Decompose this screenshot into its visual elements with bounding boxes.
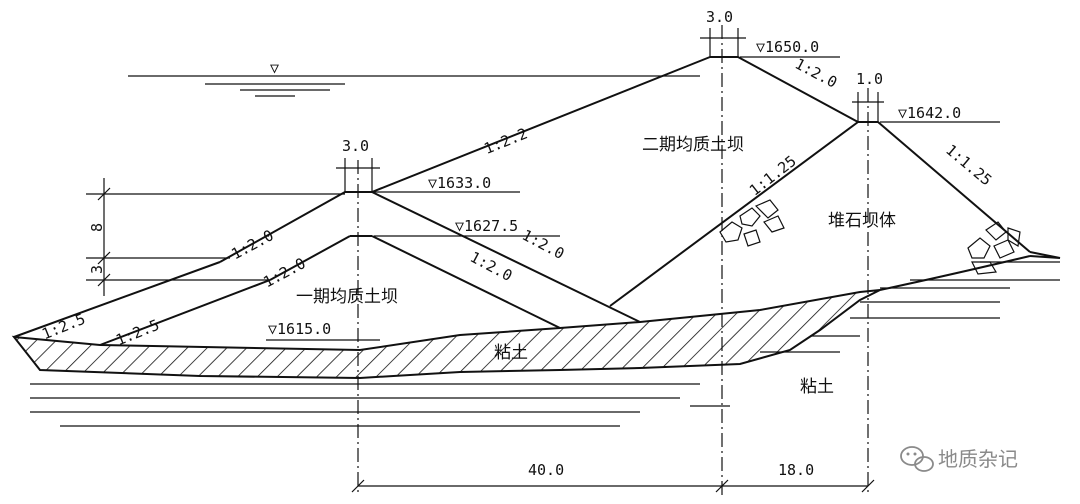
- rockfill-patch-inner: [719, 199, 785, 247]
- stage1-dam-label: 一期均质土坝: [296, 287, 398, 307]
- stage2-dam-label: 二期均质土坝: [642, 135, 744, 155]
- slope-upper-left: 1:2.2: [481, 124, 530, 158]
- dim-upper-crest: [700, 28, 746, 57]
- upper-crest-elevation: ▽1650.0: [756, 38, 819, 56]
- wechat-icon: [900, 446, 934, 472]
- berm-width-label: 1.0: [856, 70, 883, 88]
- slope-rockfill-inner: 1:1.25: [746, 152, 800, 200]
- clay-foundation-layer: [11, 289, 881, 380]
- slope-right-1: 1:2.0: [519, 226, 567, 263]
- rockfill-patch-outer: [967, 221, 1021, 275]
- clay-upper-label: 粘土: [494, 343, 528, 363]
- berm-elevation: ▽1642.0: [898, 104, 961, 122]
- watermark-text: 地质杂记: [938, 447, 1018, 471]
- dim-18-label: 18.0: [778, 461, 814, 479]
- upper-crest-width-label: 3.0: [706, 8, 733, 26]
- dim-lower-crest: [336, 158, 380, 192]
- dim-3-label: 3: [88, 265, 106, 274]
- stage1-crest-elevation: ▽1627.5: [455, 217, 518, 235]
- slope-left-3: 1:2.5: [39, 310, 88, 344]
- rockfill-body-label: 堆石坝体: [828, 211, 896, 231]
- dim-bottom: [351, 479, 875, 493]
- base-elevation: ▽1615.0: [268, 320, 331, 338]
- dim-40-label: 40.0: [528, 461, 564, 479]
- lower-crest-elevation: ▽1633.0: [428, 174, 491, 192]
- dim-left-vertical: [86, 178, 345, 296]
- clay-lower-label: 粘土: [800, 377, 834, 397]
- lower-crest-width-label: 3.0: [342, 137, 369, 155]
- dim-8-label: 8: [88, 223, 106, 232]
- slope-rockfill-outer: 1:1.25: [942, 141, 995, 190]
- water-level-symbol: ▽: [270, 59, 279, 77]
- ground-strata: [30, 261, 1060, 427]
- slope-left-2: 1:2.0: [260, 254, 308, 291]
- dim-berm: [852, 92, 884, 122]
- slope-right-2: 1:2.0: [467, 248, 515, 285]
- slope-left-1: 1:2.0: [228, 226, 276, 263]
- stage1-dam-outline: [13, 191, 641, 346]
- slope-left-4: 1:2.5: [113, 316, 162, 350]
- slope-upper-right: 1:2.0: [792, 55, 840, 92]
- water-surface: [128, 75, 700, 97]
